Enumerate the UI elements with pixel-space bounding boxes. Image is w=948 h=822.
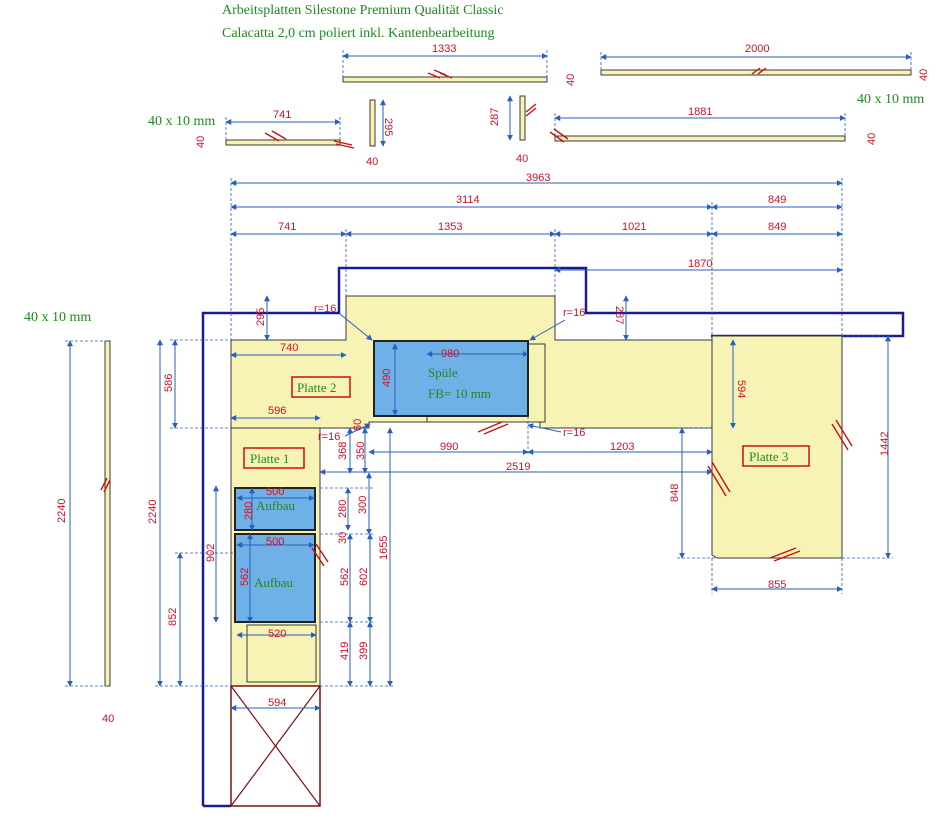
dim-60: 60 <box>352 419 364 431</box>
dim-1442: 1442 <box>879 432 891 456</box>
dim-1655: 1655 <box>378 536 390 560</box>
dim-990: 990 <box>440 441 458 453</box>
dim-edge-40-e: 40 <box>516 153 528 165</box>
dim-849-a: 849 <box>768 194 786 206</box>
dim-500-b: 500 <box>266 536 284 548</box>
dim-594-right: 594 <box>735 380 747 398</box>
dim-490: 490 <box>381 369 393 387</box>
strip-size-note-left: 40 x 10 mm <box>148 114 215 129</box>
dim-980: 980 <box>441 348 459 360</box>
dim-edge-40-d: 40 <box>366 156 378 168</box>
dim-edge-40-c: 40 <box>195 136 207 148</box>
dim-562-a: 562 <box>239 568 251 586</box>
dim-3114: 3114 <box>456 194 480 206</box>
platte-2-label: Platte 2 <box>297 380 336 395</box>
dim-strip-287: 287 <box>489 108 501 126</box>
strip-741: 741 40 <box>195 109 355 149</box>
dim-350: 350 <box>355 442 367 460</box>
dim-2519: 2519 <box>506 461 530 473</box>
radius-label-right: r=16 <box>563 307 585 319</box>
dim-399: 399 <box>358 642 370 660</box>
dim-strip-295: 295 <box>382 118 394 136</box>
title-line-1: Arbeitsplatten Silestone Premium Qualitä… <box>222 3 504 18</box>
platte-3-label-box <box>742 445 810 467</box>
strip-size-note-left-mid: 40 x 10 mm <box>24 310 91 325</box>
aufbau-label-top: Aufbau <box>256 498 295 513</box>
platte-3-label: Platte 3 <box>749 449 788 464</box>
dim-741: 741 <box>278 221 296 233</box>
dim-852: 852 <box>167 608 179 626</box>
dim-520: 520 <box>268 628 286 640</box>
dim-855: 855 <box>768 579 786 591</box>
dim-strip-1333: 1333 <box>432 43 456 55</box>
dim-1203: 1203 <box>610 441 634 453</box>
platte-1-label-box <box>243 447 305 469</box>
aufbau-label-bottom: Aufbau <box>254 575 293 590</box>
dim-295: 295 <box>255 308 267 326</box>
dim-strip-1881: 1881 <box>688 106 712 118</box>
title-line-2: Calacatta 2,0 cm poliert inkl. Kantenbea… <box>222 26 495 41</box>
dim-368: 368 <box>337 442 349 460</box>
dim-30: 30 <box>337 532 349 544</box>
dim-586: 586 <box>163 374 175 392</box>
dim-2240: 2240 <box>147 500 159 524</box>
dim-strip-2000: 2000 <box>745 43 769 55</box>
dim-300: 300 <box>357 496 369 514</box>
platte-2-label-box <box>291 376 351 398</box>
radius-label-left: r=16 <box>314 303 336 315</box>
dim-edge-40-b: 40 <box>918 69 930 81</box>
dim-280-a: 280 <box>243 502 255 520</box>
strip-1881: 1881 40 <box>549 106 878 145</box>
sink-label-line2: FB= 10 mm <box>428 386 491 401</box>
strip-2000: 2000 40 <box>600 43 930 81</box>
platte-1-label: Platte 1 <box>250 451 289 466</box>
radius-arrow-mid-right <box>527 423 562 433</box>
radius-label-mid-left: r=16 <box>318 431 340 443</box>
cut-mark-sink <box>477 421 509 435</box>
dim-strip-741: 741 <box>273 109 291 121</box>
dim-419: 419 <box>339 642 351 660</box>
dim-848: 848 <box>669 484 681 502</box>
dim-594-bottom: 594 <box>268 697 286 709</box>
dim-3963: 3963 <box>526 172 550 184</box>
strip-295: 295 40 <box>366 99 394 168</box>
dim-740: 740 <box>280 342 298 354</box>
strip-size-note-right: 40 x 10 mm <box>857 92 924 107</box>
dim-596: 596 <box>268 405 286 417</box>
overall-dims: 3963 3114 849 741 1353 1021 849 1870 <box>230 172 843 340</box>
platte-3-slab <box>711 335 843 559</box>
dim-287: 287 <box>613 306 625 324</box>
strip-287: 287 40 <box>489 95 537 165</box>
dim-edge-40-g: 40 <box>102 713 114 725</box>
wall-outline <box>201 266 905 806</box>
dim-edge-40-f: 40 <box>866 133 878 145</box>
cut-mark-platte3-right <box>831 419 853 451</box>
dim-280-b: 280 <box>337 500 349 518</box>
radius-label-mid-right: r=16 <box>563 427 585 439</box>
dim-edge-40: 40 <box>565 74 577 86</box>
dim-602: 602 <box>358 568 370 586</box>
dim-562-b: 562 <box>339 568 351 586</box>
cut-mark-platte3-bottom <box>769 547 801 562</box>
dim-strip-2240: 2240 <box>56 499 68 523</box>
sink-label-line1: Spüle <box>428 365 458 380</box>
strip-2240: 2240 40 <box>56 340 114 725</box>
dim-1870: 1870 <box>688 258 712 270</box>
dim-1353: 1353 <box>438 221 462 233</box>
strip-1333: 1333 40 <box>342 43 577 86</box>
dim-500-a: 500 <box>266 486 284 498</box>
dim-849-b: 849 <box>768 221 786 233</box>
radius-arrow-right <box>529 319 566 341</box>
cut-mark-platte1 <box>311 543 329 567</box>
radius-arrow-left <box>339 313 373 341</box>
dim-1021: 1021 <box>622 221 646 233</box>
